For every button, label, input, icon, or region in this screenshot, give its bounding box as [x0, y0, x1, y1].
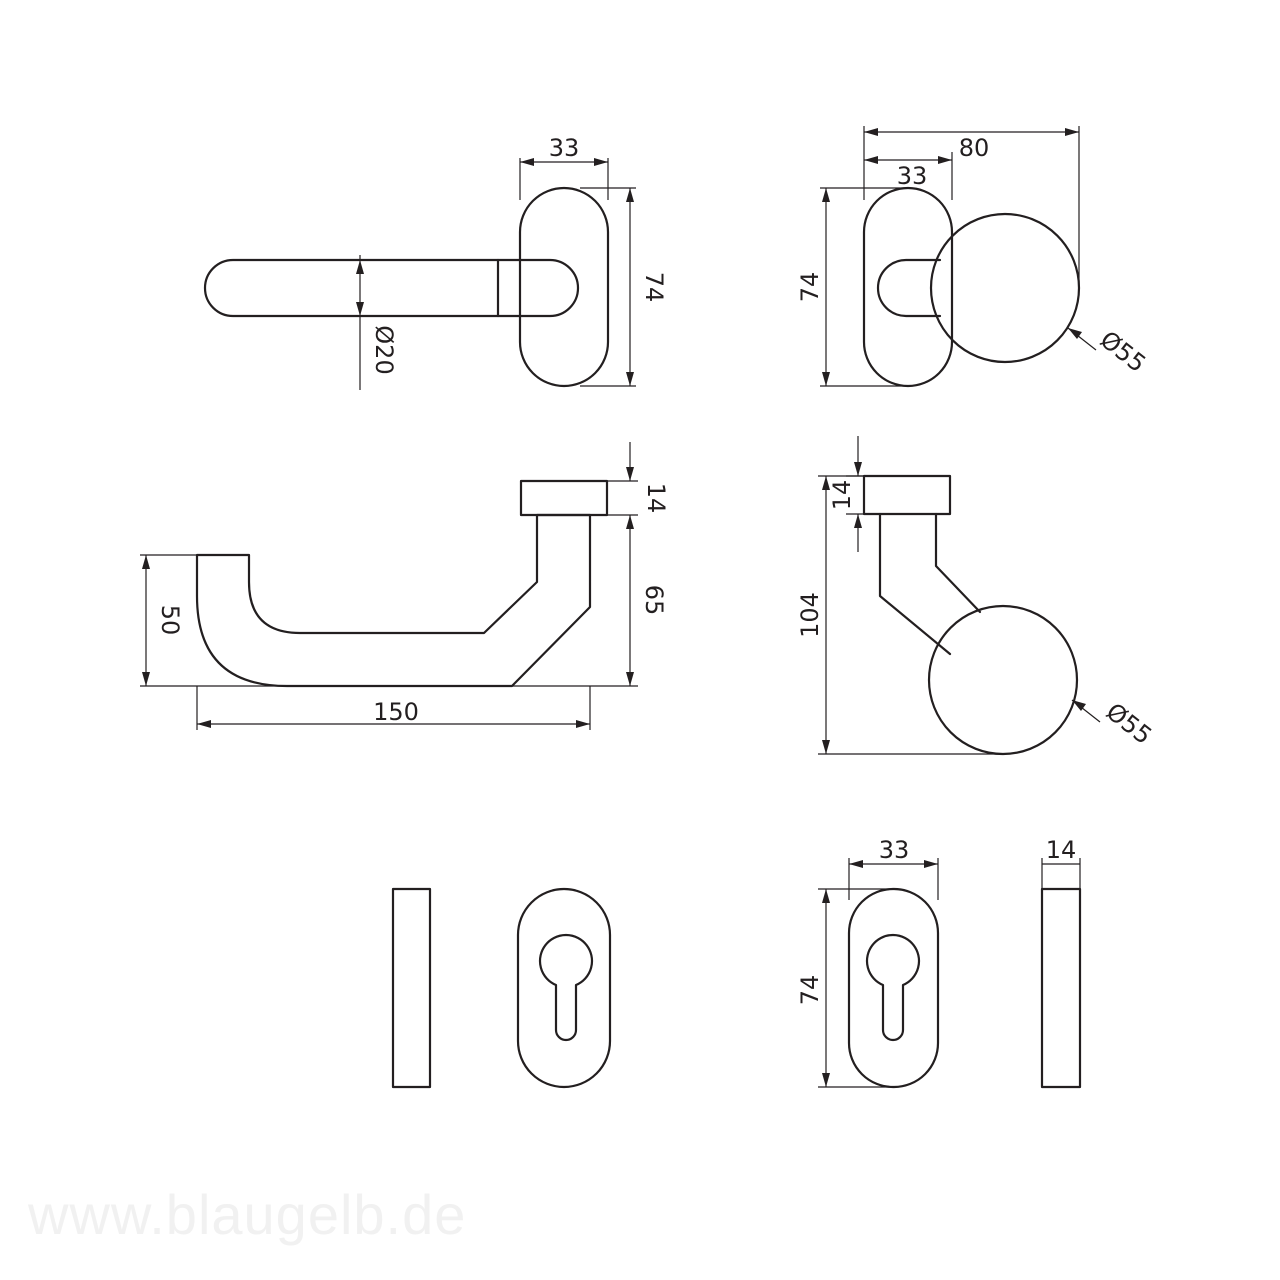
lever-side-view: 14 65 50 150	[140, 442, 670, 730]
escutcheon-side-outline-dim	[1040, 887, 1082, 1089]
lever-rose-outline	[518, 186, 610, 388]
knob-side-rose	[862, 474, 952, 516]
knob-front-view: 80 33 74 Ø55	[796, 126, 1151, 388]
dim-label-knob-side-diameter: Ø55	[1101, 697, 1157, 750]
escutcheon-front-outline-dim	[847, 887, 940, 1089]
dim-label-escutcheon-width: 33	[879, 836, 910, 864]
lever-bar-outline	[203, 258, 580, 318]
escutcheon-views-left	[391, 887, 612, 1089]
dim-label-total-width: 80	[959, 134, 990, 162]
dim-label-knob-diameter: Ø55	[1095, 325, 1151, 378]
dim-label-lever-rose-thickness: 14	[642, 483, 670, 514]
cylinder-keyhole-dim	[865, 933, 921, 1042]
dim-label-escutcheon-thickness: 14	[1046, 836, 1077, 864]
knob-neck-outline	[876, 258, 942, 318]
dim-label-escutcheon-height: 74	[796, 975, 824, 1006]
knob-side-neck-left	[878, 512, 952, 656]
cylinder-keyhole	[538, 933, 594, 1042]
dim-label-lever-length: 150	[373, 698, 419, 726]
knob-outline	[929, 212, 1081, 364]
dim-label-knob-rose-thickness: 14	[828, 480, 856, 511]
dim-label-diameter: Ø20	[370, 325, 398, 374]
lever-side-rose	[519, 479, 609, 517]
dim-label-rose-width: 33	[897, 162, 928, 190]
dim-label-width: 33	[549, 134, 580, 162]
watermark: www.blaugelb.de	[28, 1183, 467, 1246]
dim-label-lever-height: 50	[156, 605, 184, 636]
escutcheon-views-right: 33 74 14	[796, 836, 1082, 1089]
escutcheon-front-outline	[516, 887, 612, 1089]
lever-side-profile	[195, 513, 592, 688]
knob-side-neck-right	[934, 512, 982, 614]
escutcheon-side-outline	[391, 887, 432, 1089]
dim-label-knob-height: 74	[796, 272, 824, 303]
dim-label-knob-side-height: 104	[796, 592, 824, 638]
dim-label-neck-height: 65	[640, 585, 668, 616]
dim-label-height: 74	[640, 272, 668, 303]
knob-side-ball	[927, 604, 1079, 756]
lever-front-view: 33 74 Ø20	[203, 134, 668, 390]
knob-side-view: 14 104 Ø55	[796, 436, 1157, 756]
